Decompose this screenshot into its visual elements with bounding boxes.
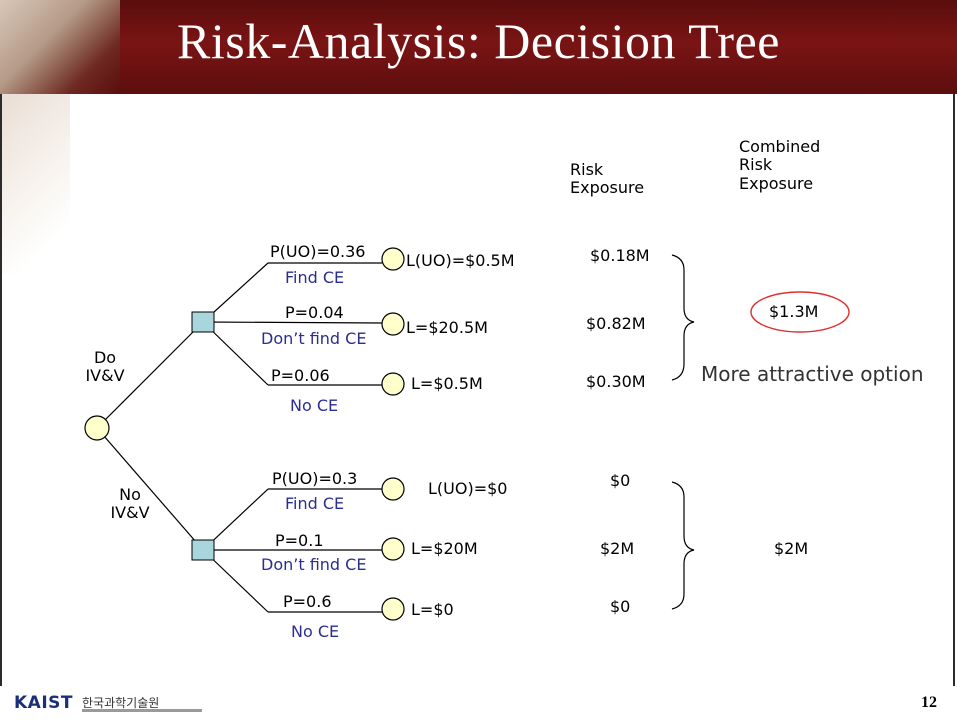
do-ivv-label: Do IV&V [80,348,130,386]
do-branch-3-outcome: No CE [290,396,339,415]
do-branch-2-loss: L=$20.5M [406,318,488,337]
header-risk-line2: Exposure [570,178,645,198]
org-subtitle-bar [82,709,202,712]
edge-no [96,427,204,551]
root-node [84,415,110,441]
header-combined-line2: Risk [739,155,773,175]
do-branch-3-prob: P=0.06 [271,366,330,385]
brace-no [671,481,695,610]
leaf-node-no-1 [381,477,405,501]
do-branch-1-prob: P(UO)=0.36 [270,242,366,261]
leaf-node-no-2 [381,537,405,561]
no-branch-1-loss: L(UO)=$0 [428,479,508,498]
do-branch-1-re: $0.18M [590,246,650,265]
page-number: 12 [921,694,937,711]
header-photo [0,0,120,94]
no-ivv-label: No IV&V [105,485,155,523]
do-label-line1: Do [93,348,117,367]
slide-title: Risk-Analysis: Decision Tree [177,13,780,69]
do-branch-2-prob: P=0.04 [285,303,344,322]
combined-no-value: $2M [774,539,809,558]
header-risk-line1: Risk [570,160,604,179]
do-branch-1-loss: L(UO)=$0.5M [406,251,515,270]
no-branch-3-loss: L=$0 [411,600,454,619]
header-combined-line3: Exposure [739,173,814,193]
highlight-ellipse [750,291,850,333]
leaf-node-do-1 [381,247,405,271]
attractive-option-note: More attractive option [701,362,924,386]
no-label-line2: IV&V [110,503,150,523]
do-branch-1-outcome: Find CE [285,268,345,287]
no-branch-2-re: $2M [600,539,635,558]
do-branch-2-re: $0.82M [586,314,646,333]
header-combined-line1: Combined [739,137,821,156]
header-risk-exposure: Risk Exposure [570,160,645,198]
no-branch-2-prob: P=0.1 [275,531,324,550]
no-branch-2-outcome: Don’t find CE [261,555,367,574]
no-branch-2-loss: L=$20M [411,539,478,558]
no-branch-3-prob: P=0.6 [283,592,332,611]
combined-do-value: $1.3M [769,302,819,321]
no-branch-1-outcome: Find CE [285,494,345,513]
edge-do-2 [202,321,383,324]
header-combined-risk: Combined Risk Exposure [739,137,821,193]
no-branch-1-prob: P(UO)=0.3 [272,469,358,488]
no-branch-3-re: $0 [610,597,631,616]
edge-do [96,321,204,429]
org-name: 한국과학기술원 [82,696,160,710]
corner-decoration [0,94,70,274]
do-branch-2-outcome: Don’t find CE [261,329,367,348]
decision-node-no [191,539,215,561]
do-branch-3-re: $0.30M [586,372,646,391]
do-label-line2: IV&V [85,366,125,386]
title-bar [0,0,957,94]
leaf-node-no-3 [381,597,405,621]
no-branch-3-outcome: No CE [291,622,340,641]
do-branch-3-loss: L=$0.5M [411,374,483,393]
leaf-node-do-2 [381,312,405,336]
kaist-logo: KAIST [14,693,73,713]
no-branch-1-re: $0 [610,471,631,490]
no-label-line1: No [119,485,141,504]
brace-do [671,254,695,381]
content-frame [0,94,955,686]
leaf-node-do-3 [381,372,405,396]
decision-node-do [191,311,215,333]
